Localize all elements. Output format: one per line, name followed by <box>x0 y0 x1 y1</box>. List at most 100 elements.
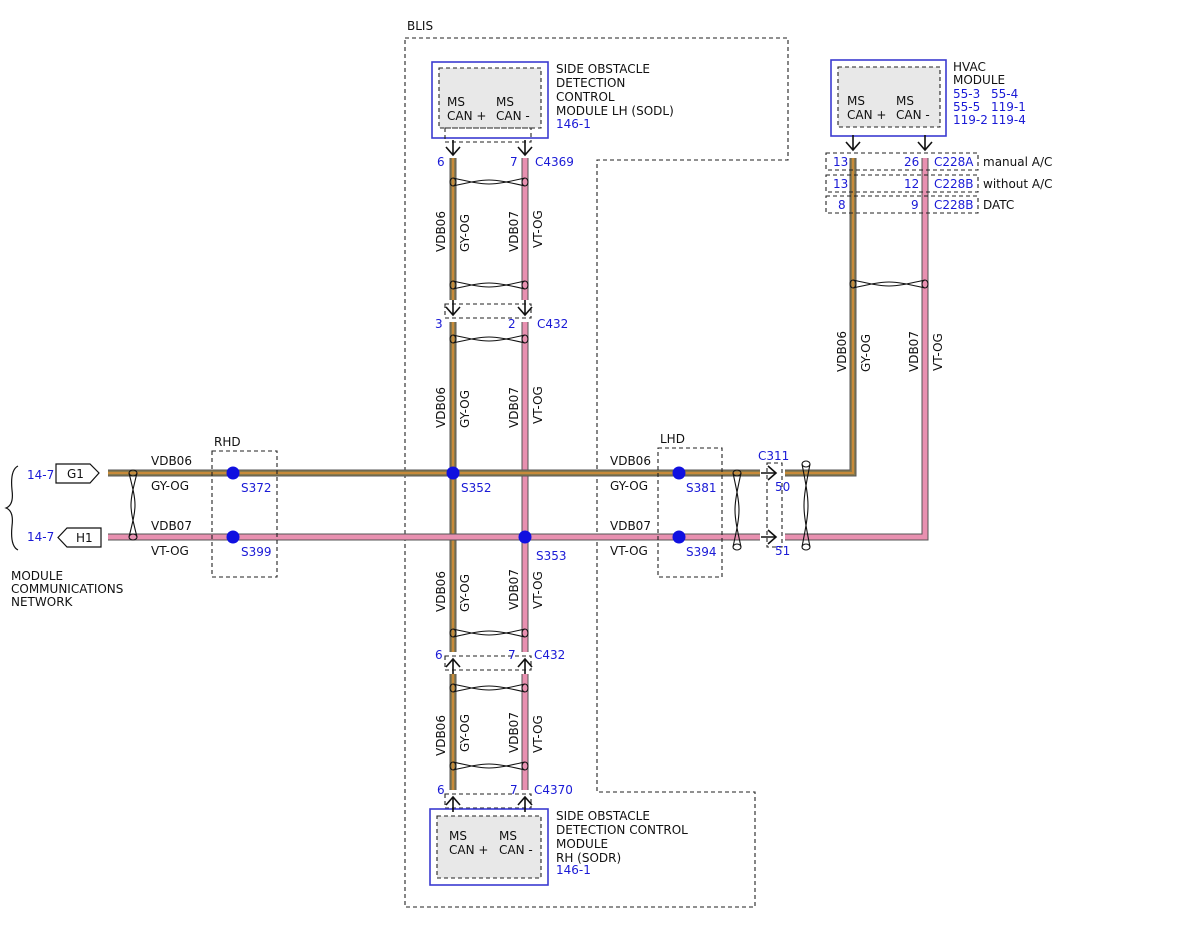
sodr-pin-a-num: 6 <box>437 783 445 797</box>
twist-sodr-top-loop-r <box>521 683 529 693</box>
g1-ref: 14-7 <box>27 468 54 482</box>
sodr-module-inner <box>436 815 542 879</box>
wire-label-left-minus-circuit: VDB07 <box>151 519 192 533</box>
hvac-ref-1a: 55-3 <box>953 87 980 101</box>
hvac-row2-variant: without A/C <box>983 177 1053 191</box>
twist-left-a <box>128 472 136 538</box>
network-title-line3: NETWORK <box>11 595 74 609</box>
splice-s372-dot <box>226 466 240 480</box>
splice-s381-dot <box>672 466 686 480</box>
sodl-pin-a-num: 6 <box>437 155 445 169</box>
arrow-c311-minus <box>761 529 778 545</box>
hvac-row3-variant: DATC <box>983 198 1014 212</box>
wire-label-right-minus-color: VT-OG <box>610 544 648 558</box>
overlay-group <box>128 135 933 812</box>
arrow-c432u-minus <box>517 300 533 317</box>
sodl-pin-a-line1: MS <box>447 95 465 109</box>
c432-upper-dashed-connector <box>444 303 532 319</box>
arrow-c432l-minus <box>517 657 533 674</box>
wire-label-sodr-minus-circuit: VDB07 <box>507 712 521 753</box>
lhd-splice-minus: S394 <box>686 545 717 559</box>
twist-left-loop-t <box>128 469 138 477</box>
hvac-title-line1: HVAC <box>953 60 986 74</box>
twist-sodr-top-b <box>452 685 526 693</box>
rhd-splice-plus: S372 <box>241 481 272 495</box>
wire-label-right-minus-circuit: VDB07 <box>610 519 651 533</box>
center-splice-plus: S352 <box>461 481 492 495</box>
twist-right-b <box>803 463 811 548</box>
sodr-pin-a-line1: MS <box>449 829 467 843</box>
lhd-splice-plus: S381 <box>686 481 717 495</box>
twist-mid-bottom-b <box>452 630 526 638</box>
twist-lhd-a <box>732 472 740 548</box>
sodl-title-line4: MODULE LH (SODL) <box>556 104 674 118</box>
rhd-splice-minus: S399 <box>241 545 272 559</box>
twist-hvac-loop-r <box>921 279 929 289</box>
sodl-pin-b-line1: MS <box>496 95 514 109</box>
wire-label-mid-upper-minus-color: VT-OG <box>531 386 545 424</box>
wire-label-sodl-minus-color: VT-OG <box>531 210 545 248</box>
wire-label-mid-upper-minus-circuit: VDB07 <box>507 387 521 428</box>
blis-boundary <box>404 37 789 908</box>
twist-sodl-top-b <box>452 179 526 187</box>
sodr-ref: 146-1 <box>556 863 591 877</box>
sodl-title-line3: CONTROL <box>556 90 615 104</box>
hvac-row1-pin-b: 26 <box>904 155 919 169</box>
wire-label-sodl-plus-color: GY-OG <box>458 214 472 252</box>
wire-label-mid-lower-plus-circuit: VDB06 <box>434 571 448 612</box>
splice-s352-dot <box>446 466 460 480</box>
h1-label: H1 <box>76 531 93 545</box>
twist-left-b <box>130 472 138 538</box>
hvac-conn-row-1 <box>825 152 979 171</box>
hvac-row1-pin-a: 13 <box>833 155 848 169</box>
arrow-sodl-plus <box>445 140 461 157</box>
vertical-wire-labels: VDB06 GY-OG VDB07 VT-OG VDB06 GY-OG VDB0… <box>434 210 945 756</box>
hvac-row2-pin-b: 12 <box>904 177 919 191</box>
arrow-sodl-minus <box>517 140 533 157</box>
twist-sodl-top-loop-r <box>521 177 529 187</box>
splice-s399-dot <box>226 530 240 544</box>
g1-connector-shape <box>55 463 100 484</box>
hvac-row2-pin-a: 13 <box>833 177 848 191</box>
twist-sodr-top-loop-l <box>449 683 457 693</box>
twist-lhd-b <box>734 472 742 548</box>
sodr-pin-b-line2: CAN - <box>499 843 533 857</box>
twist-sodl-top-loop-l <box>449 177 457 187</box>
wire-label-left-minus-color: VT-OG <box>151 544 189 558</box>
twist-mid-bottom-loop-r <box>521 628 529 638</box>
hvac-ref-3b: 119-4 <box>991 113 1026 127</box>
sodr-title-line4: RH (SODR) <box>556 851 621 865</box>
rhd-label: RHD <box>214 435 241 449</box>
wire-label-hvac-minus-circuit: VDB07 <box>907 331 921 372</box>
sodl-pin-b-line2: CAN - <box>496 109 530 123</box>
sodr-title-line1: SIDE OBSTACLE <box>556 809 650 823</box>
twist-hvac-b <box>852 281 926 289</box>
hvac-pin-b-line1: MS <box>896 94 914 108</box>
twist-sodr-top-a <box>452 683 526 691</box>
hvac-pin-a-line1: MS <box>847 94 865 108</box>
sodl-title-line2: DETECTION <box>556 76 625 90</box>
twist-sodl-top-a <box>452 177 526 185</box>
wire-label-sodl-minus-circuit: VDB07 <box>507 211 521 252</box>
twist-sodl-bottom-b <box>452 282 526 290</box>
g1-label: G1 <box>67 467 84 481</box>
sodr-title-line2: DETECTION CONTROL <box>556 823 688 837</box>
hvac-ref-2a: 55-5 <box>953 100 980 114</box>
twist-sodr-bottom-a <box>452 761 526 769</box>
sodr-title-line3: MODULE <box>556 837 608 851</box>
hvac-row3-pin-a: 8 <box>838 198 846 212</box>
twist-right-loop-b <box>801 543 811 551</box>
twist-sodl-bottom-a <box>452 280 526 288</box>
c311-dashed-connector <box>766 462 783 548</box>
hvac-ref-2b: 119-1 <box>991 100 1026 114</box>
arrow-sodr-minus <box>517 795 533 812</box>
twist-left-loop-b <box>128 533 138 541</box>
c432-upper-pin-a: 3 <box>435 317 443 331</box>
c432-lower-dashed-connector <box>444 655 532 671</box>
hvac-pin-a-line2: CAN + <box>847 108 886 122</box>
twist-mid-bottom-a <box>452 628 526 636</box>
hvac-conn-row-2 <box>825 174 979 193</box>
twist-mid-bottom-loop-l <box>449 628 457 638</box>
wire-hvac-plus-core <box>785 158 854 474</box>
wire-label-left-plus-color: GY-OG <box>151 479 189 493</box>
